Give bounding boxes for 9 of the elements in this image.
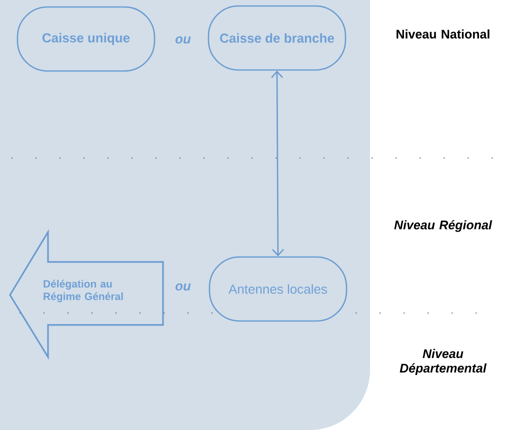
rounded-box: Antennes locales (208, 256, 348, 322)
level-label: Niveau Régional (394, 220, 492, 232)
or-label: ou (175, 283, 191, 291)
rounded-box: Caisse de branche (208, 5, 346, 71)
level-label: Niveau Départemental (400, 348, 487, 376)
arrow (271, 70, 284, 256)
or-label: ou (175, 36, 191, 44)
rounded-box: Caisse unique (16, 6, 156, 72)
level-label: Niveau National (396, 29, 490, 39)
